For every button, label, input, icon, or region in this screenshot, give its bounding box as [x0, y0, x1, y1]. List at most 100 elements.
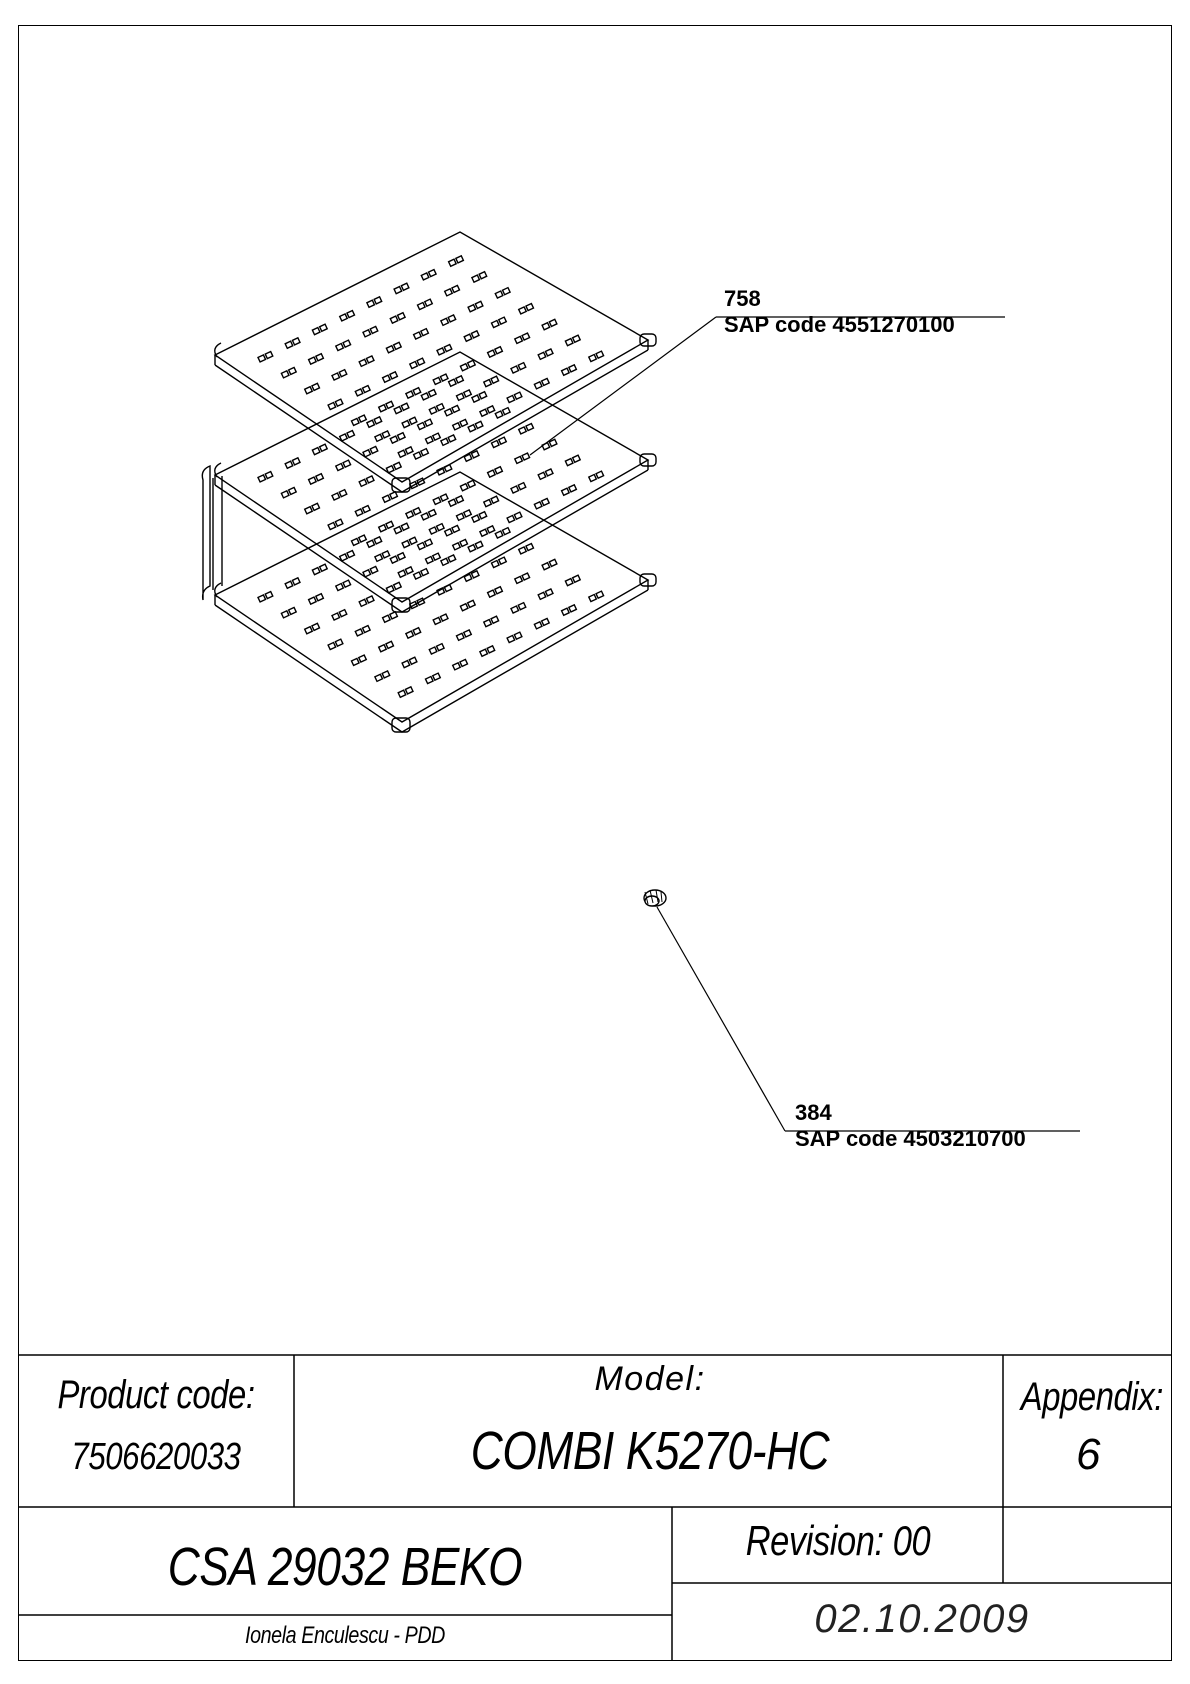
shelf-slot	[350, 657, 360, 667]
shelf-slot	[443, 343, 453, 353]
shelf-slot	[388, 490, 399, 500]
shelf-slot	[506, 634, 516, 644]
shelf-slot	[334, 518, 344, 528]
shelf-slot	[564, 577, 574, 587]
shelf-panel	[213, 351, 650, 603]
shelf-slot	[537, 471, 547, 481]
shelf-slot	[439, 557, 450, 567]
shelf-slot	[350, 417, 360, 427]
shelf-slot	[373, 535, 383, 545]
shelf-slot	[381, 549, 391, 559]
shelf-clip	[214, 342, 222, 358]
shelf-slot	[365, 354, 375, 364]
shelf-end-cap	[391, 597, 411, 613]
shelf-slot	[443, 407, 454, 417]
shelf-slot	[454, 494, 465, 504]
shelf-slot	[595, 590, 605, 600]
shelf-slot	[354, 507, 364, 517]
shelf-slot	[342, 339, 352, 349]
shelf-slot	[416, 541, 426, 551]
shelf-slot	[571, 574, 582, 584]
screw-part	[643, 889, 667, 907]
shelf-slot	[451, 284, 461, 294]
shelf-slot	[436, 586, 446, 596]
shelf-slot	[497, 556, 508, 566]
shelf-slot	[397, 449, 407, 459]
shelf-end-cap	[639, 573, 657, 587]
shelf-slot	[517, 425, 528, 435]
shelf-slot	[432, 496, 442, 506]
shelf-slot	[419, 567, 430, 577]
shelf-slot	[510, 365, 520, 375]
shelf-slot	[350, 537, 360, 547]
drawing-frame	[18, 25, 1172, 1661]
shelf-slot	[342, 579, 352, 589]
shelf-slot	[439, 493, 449, 503]
shelf-slot	[392, 581, 403, 591]
shelf-slot	[517, 601, 527, 611]
shelf-slot	[291, 576, 301, 586]
shelf-slot	[537, 351, 547, 361]
shelf-slot	[517, 305, 528, 315]
shelf-slot	[486, 404, 496, 414]
shelf-slot	[401, 419, 411, 429]
shelf-slot	[428, 646, 438, 656]
shelf-slot	[354, 387, 364, 397]
shelf-slot	[365, 594, 375, 604]
shelf-slot	[517, 361, 527, 371]
shelf-slot	[346, 309, 356, 319]
shelf-slot	[369, 565, 379, 575]
shelf-slot	[346, 429, 356, 439]
shelf-slot	[396, 551, 407, 561]
shelf-slot	[280, 369, 290, 379]
shelf-slot	[513, 511, 523, 521]
shelf-slot	[595, 470, 605, 480]
shelf-slot	[467, 543, 477, 553]
shelf-slot	[338, 312, 349, 322]
shelf-slot	[470, 514, 481, 524]
shelf-slot	[494, 290, 504, 300]
shelf-slot	[412, 626, 422, 636]
shelf-slot	[280, 609, 290, 619]
shelf-slot	[404, 685, 414, 695]
shelf-slot	[474, 300, 484, 310]
shelf-slot	[467, 423, 477, 433]
shelf-slot	[506, 394, 516, 404]
shelf-slot	[404, 390, 415, 400]
shelf-slot	[544, 467, 554, 477]
shelf-slot	[462, 628, 473, 638]
callout-leaders	[529, 316, 1080, 1132]
shelf-slot	[513, 391, 523, 401]
shelf-slot	[416, 477, 426, 487]
shelf-slot	[490, 559, 500, 569]
shelf-slot	[463, 333, 473, 343]
shelf-slot	[432, 376, 442, 386]
shelf-slot	[560, 367, 571, 377]
shelf-slot	[486, 469, 497, 479]
shelf-slot	[397, 569, 407, 579]
shelf-slot	[369, 445, 379, 455]
shelf-slot	[280, 489, 290, 499]
shelf-slot	[388, 370, 399, 380]
shelf-slot	[385, 640, 395, 650]
shelf-slot	[401, 539, 411, 549]
shelf-slot	[447, 553, 457, 563]
shelf-slot	[412, 571, 423, 581]
shelf-slot	[486, 524, 496, 534]
shelf-slot	[470, 394, 481, 404]
shelf-slot	[455, 392, 465, 402]
shelf-edge	[214, 460, 649, 485]
shelf-slot	[466, 359, 477, 369]
shelf-slot	[517, 545, 528, 555]
shelf-slot	[521, 332, 531, 342]
shelf-slot	[327, 401, 337, 411]
shelf-slot	[412, 451, 423, 461]
shelf-slot	[533, 620, 543, 630]
document-number: CSA 29032 BEKO	[167, 1537, 523, 1597]
shelf-slot	[478, 648, 489, 658]
shelf-slot	[463, 453, 473, 463]
shelf-slot	[486, 349, 497, 359]
shelf-slot	[392, 341, 403, 351]
shelf-slot	[338, 432, 349, 442]
shelf-slot	[420, 271, 430, 281]
